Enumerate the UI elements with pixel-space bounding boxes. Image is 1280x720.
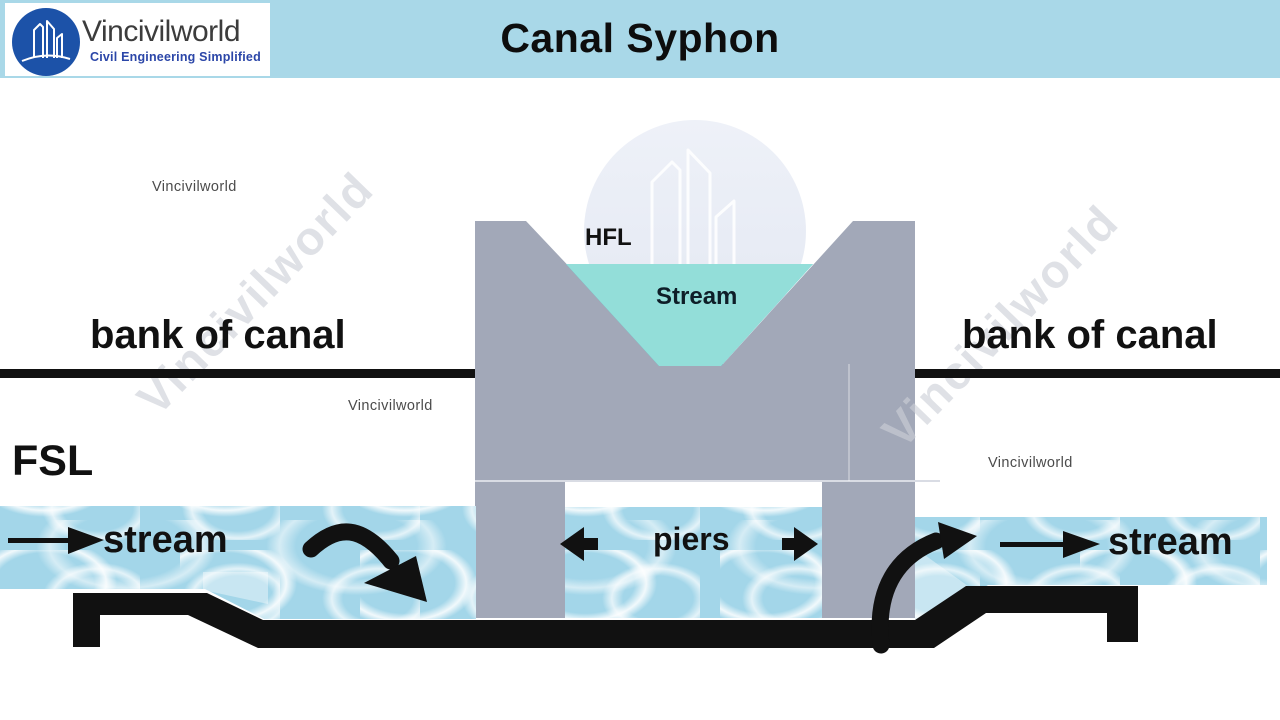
- structure-seam: [475, 480, 940, 482]
- bank-of-canal-left-label: bank of canal: [90, 313, 346, 357]
- stream-notch-label: Stream: [656, 283, 738, 310]
- diagonal-watermark-left: Vincivilworld: [126, 161, 384, 425]
- hfl-label: HFL: [585, 224, 632, 251]
- logo-name: Vincivilworld: [82, 15, 241, 48]
- structure-seam-vertical: [848, 364, 850, 481]
- bank-of-canal-right-label: bank of canal: [962, 313, 1218, 357]
- vincivilworld-logo: Vincivilworld Civil Engineering Simplifi…: [5, 3, 270, 76]
- stream-left-label: stream: [103, 519, 228, 561]
- small-watermark-1: Vincivilworld: [152, 179, 237, 195]
- logo-text: Vincivilworld Civil Engineering Simplifi…: [82, 15, 272, 64]
- vincivilworld-logo-icon: [12, 8, 80, 76]
- small-watermark-3: Vincivilworld: [988, 455, 1073, 471]
- header-bar: Vincivilworld Civil Engineering Simplifi…: [0, 0, 1280, 78]
- bank-line-left: [0, 369, 475, 378]
- page-title: Canal Syphon: [500, 15, 780, 61]
- logo-tagline: Civil Engineering Simplified: [90, 50, 261, 64]
- fsl-label: FSL: [12, 437, 94, 485]
- small-watermark-2: Vincivilworld: [348, 398, 433, 414]
- piers-label: piers: [653, 521, 730, 557]
- stream-right-label: stream: [1108, 521, 1233, 563]
- buildings-icon: [21, 20, 71, 62]
